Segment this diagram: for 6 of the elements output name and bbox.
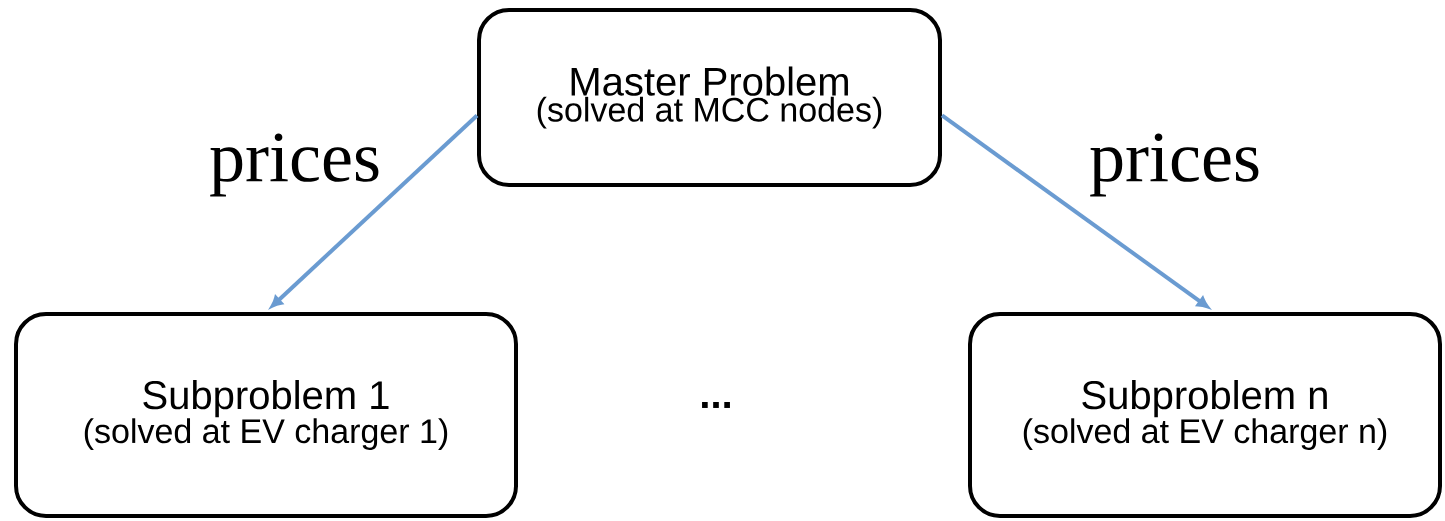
- process-box: Subproblem 1 (solved at EV charger 1): [14, 312, 518, 518]
- ellipsis-label: ...: [702, 402, 730, 408]
- process-box: Master Problem (solved at MCC nodes): [477, 8, 942, 187]
- edge-label: prices: [207, 131, 383, 199]
- arrow: [270, 114, 479, 308]
- process-box: Subproblem n (solved at EV charger n): [968, 312, 1442, 518]
